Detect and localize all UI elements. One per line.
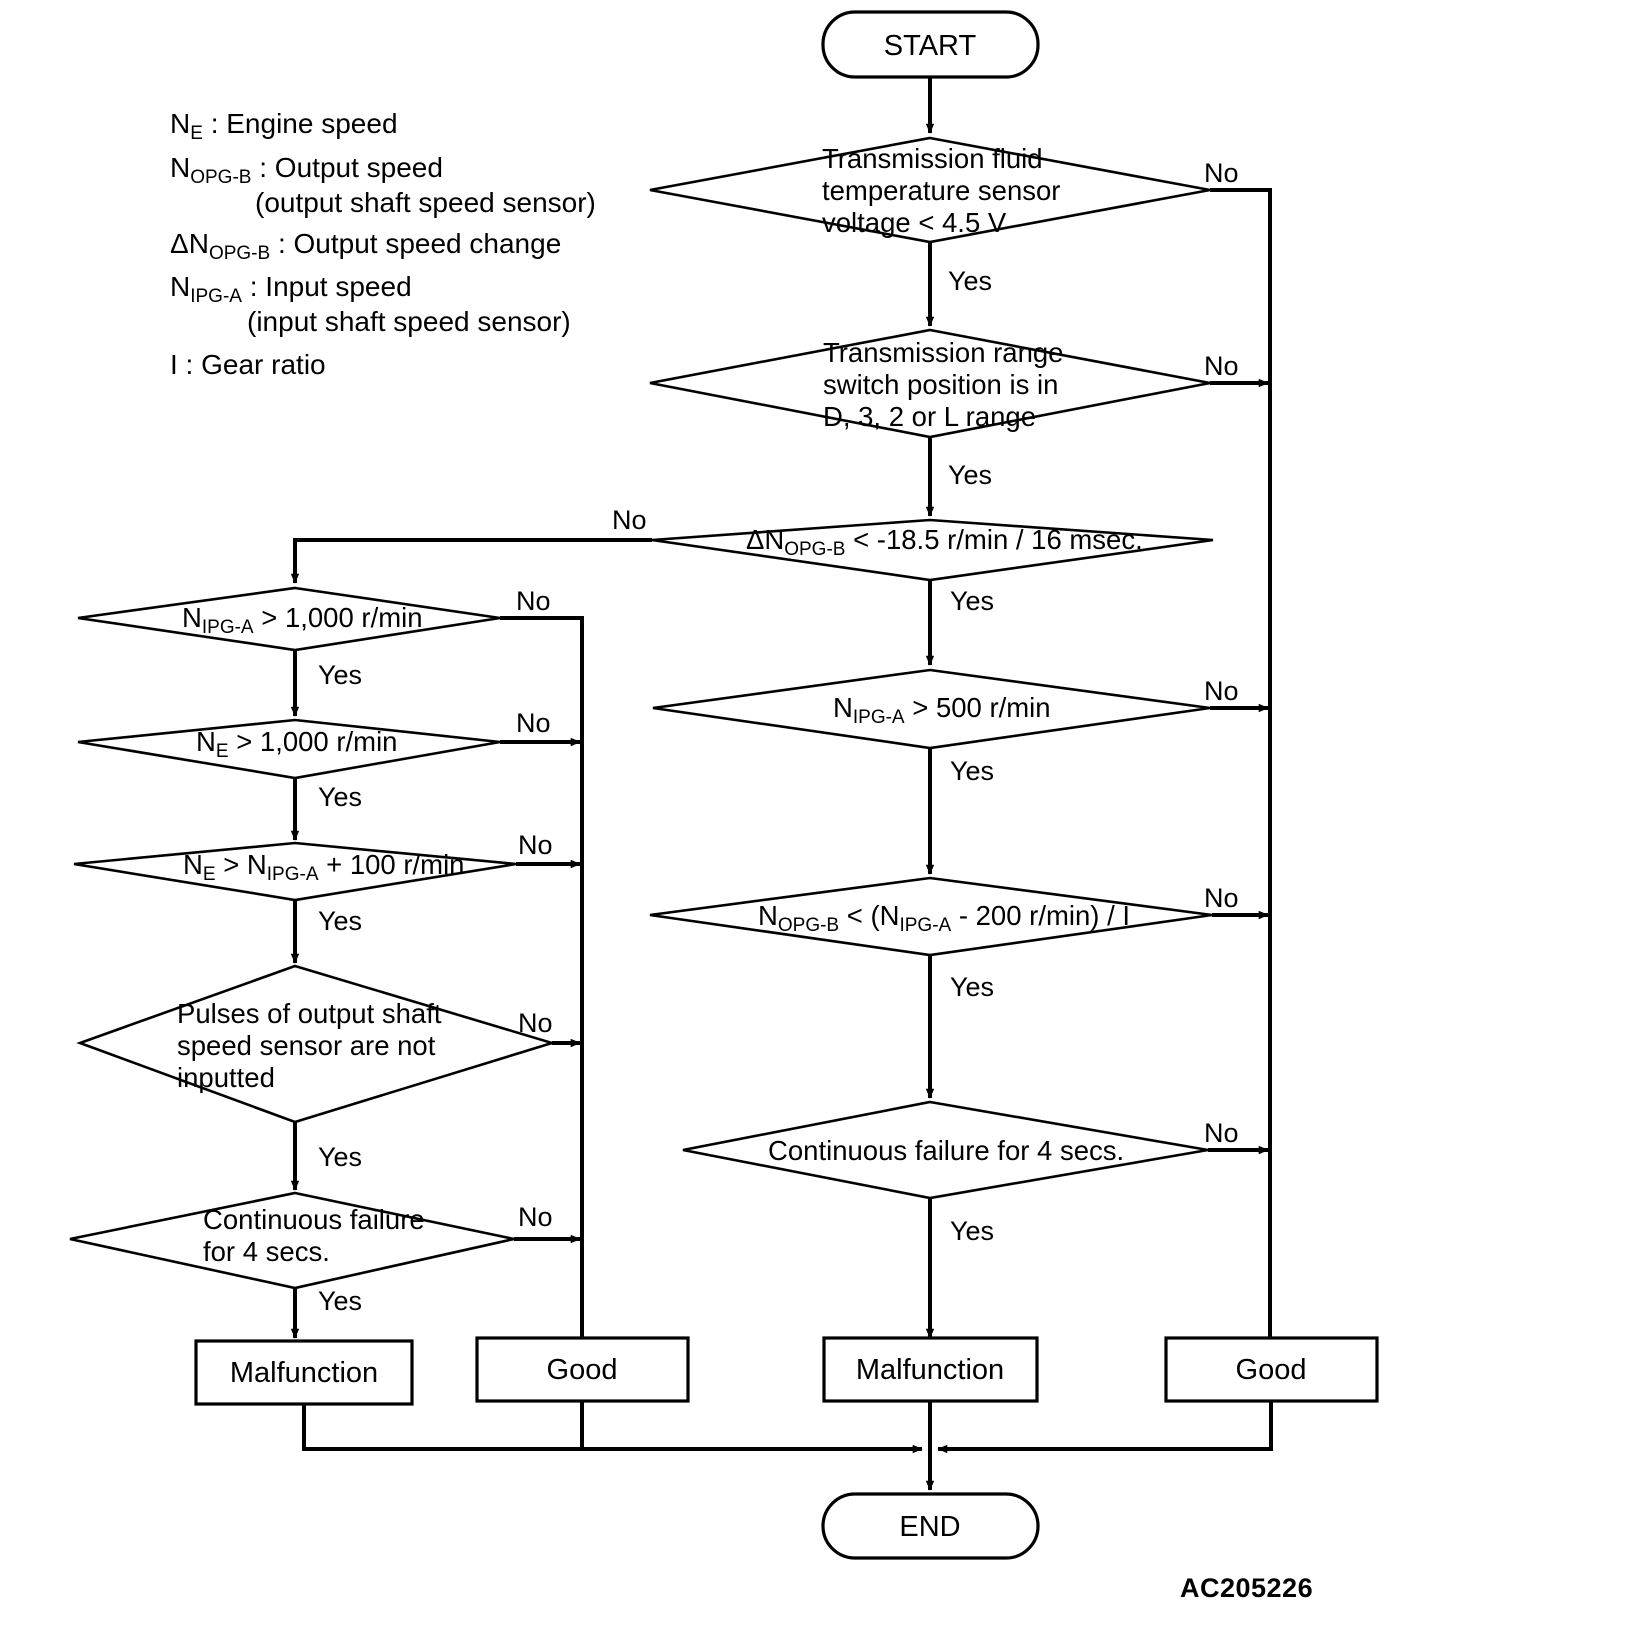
d10-text: NOPG-B < (NIPG-A - 200 r/min) / I xyxy=(758,900,1130,936)
d7-yes-label: Yes xyxy=(318,1142,362,1172)
d2-yes-label: Yes xyxy=(948,460,992,490)
d11-yes-label: Yes xyxy=(950,1216,994,1246)
legend-sym-2: ΔN xyxy=(170,228,209,259)
decision-continuous-failure-left: Continuous failure for 4 secs. xyxy=(69,1191,515,1290)
d7-line-0: Pulses of output shaft xyxy=(177,998,442,1029)
d1-line-1: temperature sensor xyxy=(822,175,1060,206)
d3-text: ΔNOPG-B < -18.5 r/min / 16 msec. xyxy=(746,524,1143,560)
d3-no-label: No xyxy=(612,505,647,535)
edge-d4-no xyxy=(500,616,584,1340)
d8-line-1: for 4 secs. xyxy=(203,1236,330,1267)
legend-sym-1: N xyxy=(170,152,190,183)
d5-text: NE > 1,000 r/min xyxy=(196,726,397,762)
decision-input-speed-500: NIPG-A > 500 r/min xyxy=(652,668,1211,750)
d6-text: NE > NIPG-A + 100 r/min xyxy=(183,849,464,885)
end-terminal: END xyxy=(821,1492,1040,1560)
legend-desc-0: : Engine speed xyxy=(203,108,398,139)
legend-sub-0: E xyxy=(190,123,203,144)
decision-pulses-not-inputted: Pulses of output shaft speed sensor are … xyxy=(76,964,557,1124)
d4-text: NIPG-A > 1,000 r/min xyxy=(182,602,423,638)
legend-sub-1: OPG-B xyxy=(190,167,251,188)
d7-line-1: speed sensor are not xyxy=(177,1030,436,1061)
d2-line-1: switch position is in xyxy=(823,369,1058,400)
d8-line-0: Continuous failure xyxy=(203,1204,425,1235)
figure-code: AC205226 xyxy=(1180,1573,1313,1603)
d2-line-2: D, 3, 2 or L range xyxy=(823,401,1036,432)
legend-desc-2: : Output speed change xyxy=(270,228,561,259)
legend-desc-1: : Output speed xyxy=(251,152,442,183)
decision-engine-vs-input: NE > NIPG-A + 100 r/min xyxy=(73,841,517,902)
d1-line-2: voltage < 4.5 V xyxy=(822,207,1007,238)
edge-malfunction-left-to-bus xyxy=(302,1404,923,1454)
legend-desc-3: : Input speed xyxy=(242,271,412,302)
d1-yes-label: Yes xyxy=(948,266,992,296)
d5-yes-label: Yes xyxy=(318,782,362,812)
legend-item-1: NOPG-B : Output speed xyxy=(170,152,443,188)
d2-line-0: Transmission range xyxy=(823,337,1063,368)
decision-input-speed-1000: NIPG-A > 1,000 r/min xyxy=(77,586,501,652)
start-label: START xyxy=(884,30,977,62)
outcome-good-right: Good xyxy=(1164,1336,1379,1403)
end-label: END xyxy=(899,1511,960,1543)
legend-sym-3: N xyxy=(170,271,190,302)
legend-item-2: ΔNOPG-B : Output speed change xyxy=(170,228,561,264)
d10-no-label: No xyxy=(1204,883,1239,913)
d9-no-label: No xyxy=(1204,676,1239,706)
d1-line-0: Transmission fluid xyxy=(822,143,1043,174)
d2-no-label: No xyxy=(1204,351,1239,381)
legend: NE : Engine speed NOPG-B : Output speed … xyxy=(170,108,596,380)
legend-item-0: NE : Engine speed xyxy=(170,108,398,144)
d11-text: Continuous failure for 4 secs. xyxy=(768,1135,1124,1166)
outcome-good-left: Good xyxy=(475,1336,690,1403)
d4-yes-label: Yes xyxy=(318,660,362,690)
d8-yes-label: Yes xyxy=(318,1286,362,1316)
outcome-malfunction-right: Malfunction xyxy=(822,1336,1039,1403)
d6-yes-label: Yes xyxy=(318,906,362,936)
decision-continuous-failure-right: Continuous failure for 4 secs. xyxy=(682,1100,1209,1200)
decision-output-vs-input-ratio: NOPG-B < (NIPG-A - 200 r/min) / I xyxy=(649,876,1213,957)
d7-line-2: inputted xyxy=(177,1062,275,1093)
legend-sub-2: OPG-B xyxy=(209,243,270,264)
legend-desc-4: : Gear ratio xyxy=(178,349,326,380)
legend-desc2-1: (output shaft speed sensor) xyxy=(255,187,596,218)
d3-yes-label: Yes xyxy=(950,586,994,616)
legend-desc2-3: (input shaft speed sensor) xyxy=(247,306,571,337)
d8-no-label: No xyxy=(518,1202,553,1232)
edge-good-right-to-bus xyxy=(937,1401,1273,1454)
malfunction-left-label: Malfunction xyxy=(230,1357,378,1389)
d9-yes-label: Yes xyxy=(950,756,994,786)
decision-output-speed-change: ΔNOPG-B < -18.5 r/min / 16 msec. xyxy=(651,518,1214,582)
decision-fluid-temp: Transmission fluid temperature sensor vo… xyxy=(649,136,1211,244)
good-right-label: Good xyxy=(1236,1354,1307,1386)
d5-no-label: No xyxy=(516,708,551,738)
decision-range-switch: Transmission range switch position is in… xyxy=(649,328,1211,439)
decision-engine-speed-1000: NE > 1,000 r/min xyxy=(77,718,501,780)
d6-no-label: No xyxy=(518,830,553,860)
legend-item-4: I : Gear ratio xyxy=(170,349,326,380)
d10-yes-label: Yes xyxy=(950,972,994,1002)
legend-sym-4: I xyxy=(170,349,178,380)
start-terminal: START xyxy=(821,10,1040,79)
good-left-label: Good xyxy=(547,1354,618,1386)
edge-d3-no xyxy=(290,538,652,584)
legend-sym-0: N xyxy=(170,108,190,139)
legend-item-3: NIPG-A : Input speed xyxy=(170,271,412,307)
d11-no-label: No xyxy=(1204,1118,1239,1148)
legend-sub-3: IPG-A xyxy=(190,286,242,307)
d9-text: NIPG-A > 500 r/min xyxy=(833,692,1051,728)
d4-no-label: No xyxy=(516,586,551,616)
d7-no-label: No xyxy=(518,1008,553,1038)
malfunction-right-label: Malfunction xyxy=(856,1354,1004,1386)
d1-no-label: No xyxy=(1204,158,1239,188)
outcome-malfunction-left: Malfunction xyxy=(194,1339,414,1406)
edge-d1-no xyxy=(1210,188,1272,1340)
